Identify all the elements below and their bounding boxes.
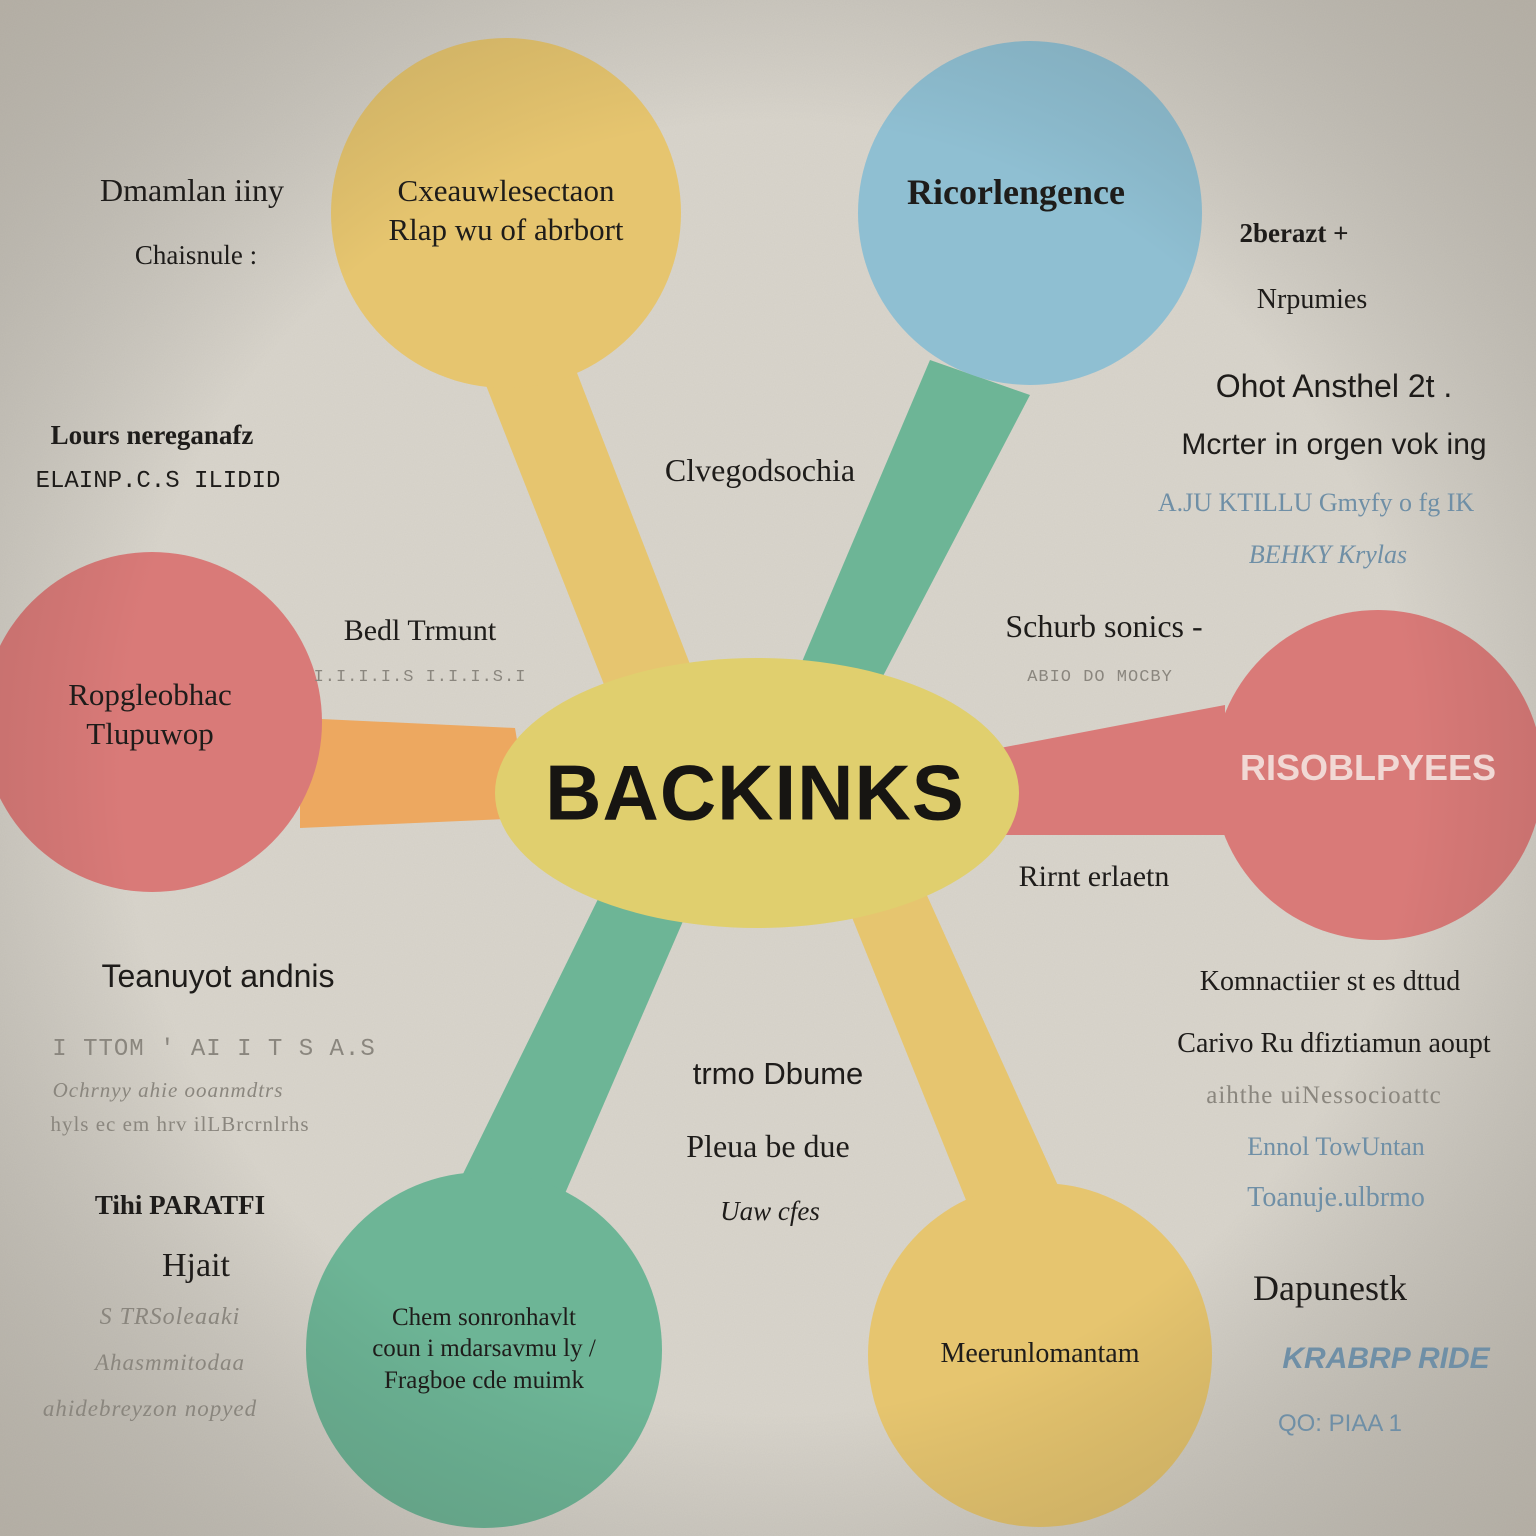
node-top-right-text: Ricorlengence — [907, 170, 1125, 215]
node-top-right-line1: Ricorlengence — [907, 172, 1125, 212]
annotation-br4: Ennol TowUntan — [1247, 1132, 1425, 1161]
annotation-br1: Komnactiier st es dttud — [1199, 966, 1461, 997]
annotation-bl2: I TTOM ' AI I T S A.S — [52, 1036, 376, 1063]
annotation-tr6: BEHKY Krylas — [1248, 540, 1408, 569]
annotation-bl-sub: I.I.I.I.S I.I.I.S.I — [313, 668, 527, 687]
annotation-mr1: Schurb sonics - — [1005, 608, 1203, 644]
annotation-bc1: trmo Dbume — [692, 1056, 864, 1091]
annotation-br2: Carivo Ru dfiztiamun aoupt — [1177, 1028, 1491, 1059]
annotation-tl1: Dmamlan iiny — [100, 172, 284, 208]
annotation-tl2: Chaisnule : — [134, 240, 258, 270]
node-bottom-left-line3: Fragboe cde muimk — [384, 1366, 584, 1394]
node-bottom-left-line2: coun i mdarsavmu ly / — [372, 1335, 596, 1363]
node-top-left-line1: Cxeauwlesectaon — [397, 173, 615, 208]
annotation-bl5: Tihi PARATFI — [94, 1190, 266, 1220]
annotation-tr2: Nrpumies — [1256, 284, 1368, 315]
annotation-br7: KRABRP RIDE — [1282, 1342, 1490, 1375]
node-left-line2: Tlupuwop — [86, 715, 214, 751]
annotation-l2: ELAINP.C.S ILIDID — [35, 468, 281, 495]
annotation-br8: QO: PIAA 1 — [1277, 1410, 1403, 1437]
annotation-mr2: ABIO DO MOCBY — [1027, 668, 1173, 687]
annotation-mr3: Rirnt erlaetn — [1018, 860, 1170, 893]
hub-label: BACKINKS — [545, 748, 965, 837]
annotation-tr5: A.JU KTILLU Gmyfy o fg IK — [1157, 488, 1475, 517]
node-bottom-right-line1: Meerunlomantam — [940, 1338, 1140, 1369]
node-bottom-right-text: Meerunlomantam — [940, 1336, 1139, 1371]
node-top-left-text: Cxeauwlesectaon Rlap wu of abrbort — [388, 172, 623, 250]
node-right-text: RISOBLPYEES — [1240, 745, 1496, 790]
annotation-bl-head: Bedl Trmunt — [343, 614, 497, 647]
annotation-tr3: Ohot Ansthel 2t . — [1215, 368, 1453, 404]
annotation-br6: Dapunestk — [1253, 1268, 1407, 1308]
annotation-bl7: S TRSoleaaki — [99, 1304, 241, 1330]
node-left-line1: Ropgleobhac — [68, 677, 232, 712]
node-bottom-left-line1: Chem sonronhavlt — [391, 1304, 577, 1331]
node-bottom-left-text: Chem sonronhavlt coun i mdarsavmu ly / F… — [372, 1302, 596, 1396]
annotation-bl8: Ahasmmitodaa — [95, 1350, 245, 1375]
annotation-bl1: Teanuyot andnis — [101, 958, 335, 994]
annotation-l1: Lours nereganafz — [50, 420, 254, 450]
annotation-bl6: Hjait — [162, 1247, 230, 1284]
annotation-br3: aihthe uiNessocioattc — [1206, 1082, 1442, 1109]
node-right-line1: RISOBLPYEES — [1239, 747, 1497, 788]
annotation-bl3: Ochrnyy ahie ooanmdtrs — [52, 1078, 284, 1102]
annotation-bc2: Pleua be due — [686, 1128, 850, 1164]
annotation-bl9: ahidebreyzon nopyed — [42, 1396, 258, 1421]
annotation-tr1: 2berazt + — [1239, 218, 1349, 248]
annotation-br5: Toanuje.ulbrmo — [1247, 1182, 1425, 1213]
node-left-text: Ropgleobhac Tlupuwop — [68, 676, 232, 754]
annotation-mid-top: Clvegodsochia — [664, 452, 856, 488]
annotation-tr4: Mcrter in orgen vok ing — [1181, 428, 1487, 461]
node-top-left-line2: Rlap wu of abrbort — [388, 211, 624, 247]
annotation-bc3: Uaw cfes — [720, 1196, 820, 1226]
annotation-bl4: hyls ec em hrv ilLBrcrnlrhs — [50, 1112, 310, 1136]
